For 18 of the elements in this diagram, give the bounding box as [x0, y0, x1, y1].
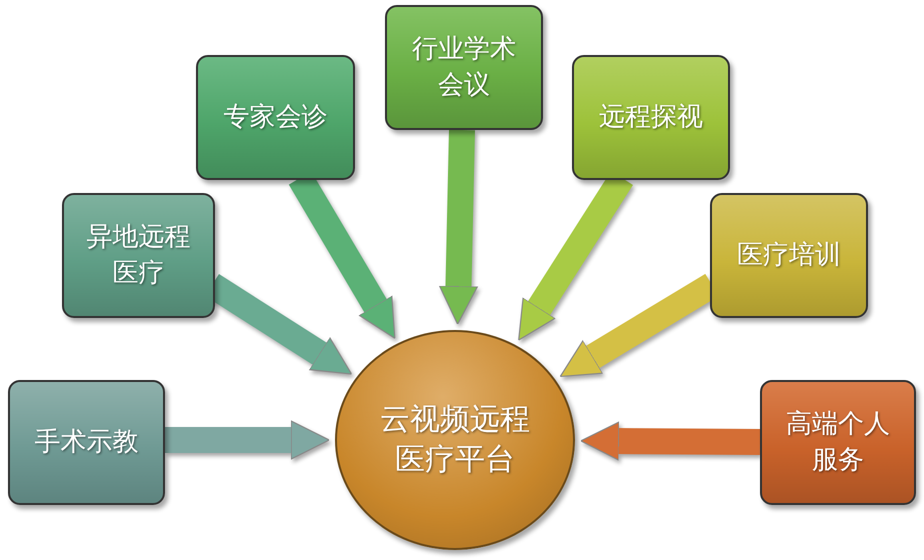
service-box: [760, 380, 916, 505]
block-arrow: [165, 420, 330, 460]
block-arrow: [438, 130, 478, 325]
service-box: [572, 55, 730, 180]
node-label: 云视频远程医疗平台: [379, 400, 531, 479]
service-box: [62, 193, 215, 318]
node-label: 行业学术会议: [411, 33, 517, 102]
service-box: [385, 5, 543, 130]
service-box: [710, 193, 868, 318]
node-label: 高端个人服务: [786, 408, 890, 476]
service-box: [8, 380, 165, 505]
block-arrow: [580, 422, 760, 461]
node-label: 专家会诊: [224, 100, 328, 134]
node-label: 医疗培训: [737, 238, 841, 272]
service-box: [196, 55, 355, 180]
node-label: 远程探视: [599, 100, 703, 134]
node-label: 手术示教: [34, 426, 138, 459]
node-label: 异地远程医疗: [86, 221, 192, 290]
